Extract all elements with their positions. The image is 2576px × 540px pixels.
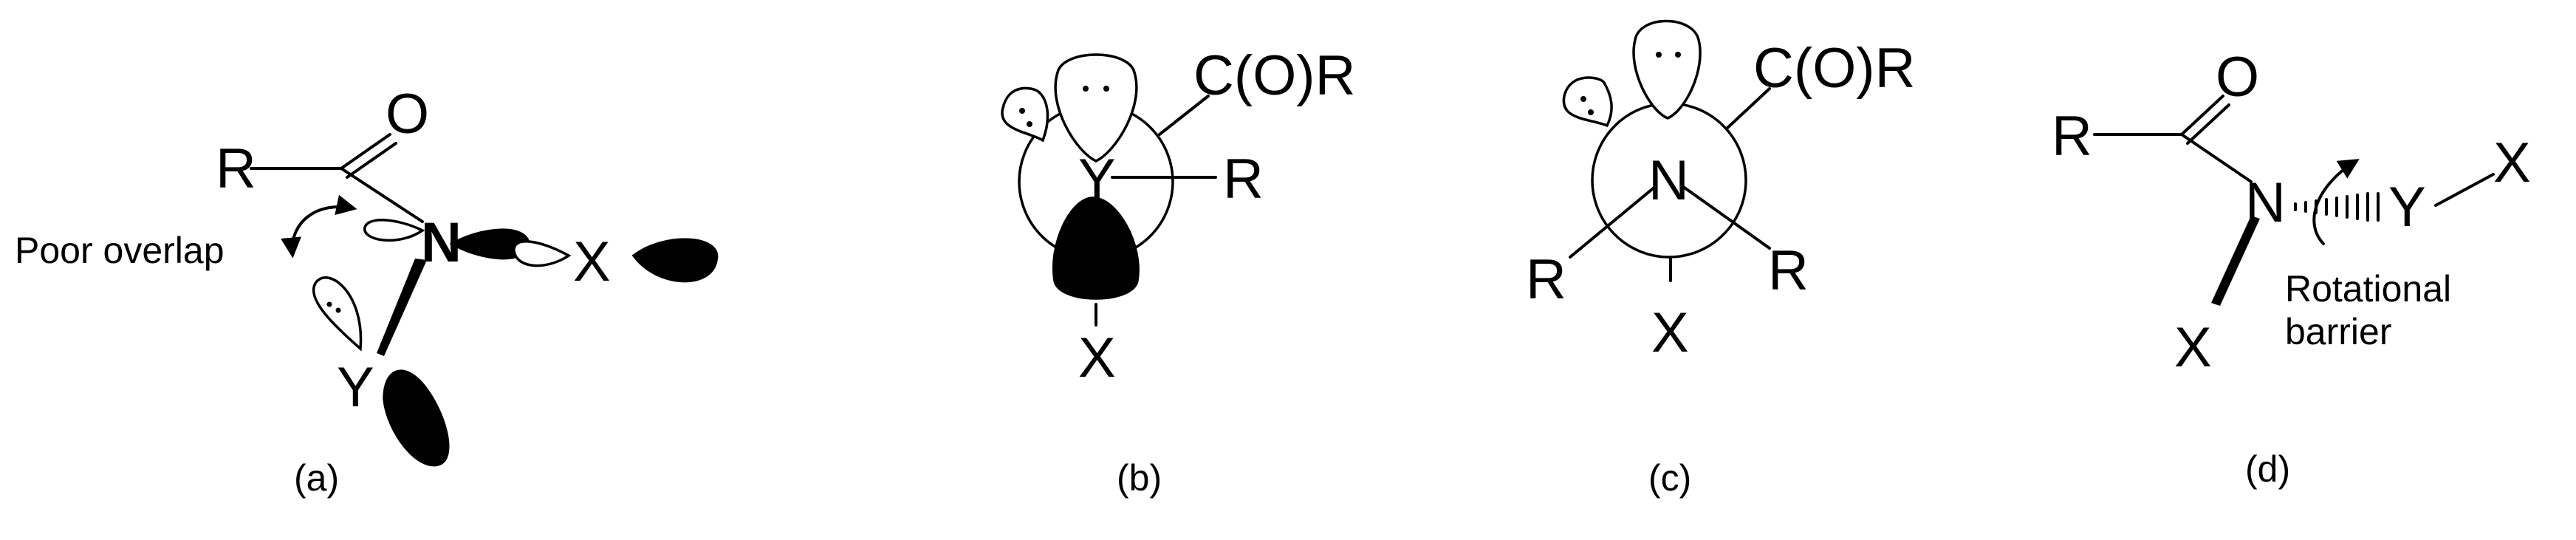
panel-c: N C(O)R R R X (c) [1526,19,1916,499]
electron-dot [335,307,341,313]
atom-r-left: R [1526,248,1566,311]
atom-n: N [1648,149,1689,212]
panel-a: R O N X Y Poor overlap (a) [15,83,719,499]
atom-y: Y [337,356,374,419]
poor-overlap-label: Poor overlap [15,230,225,271]
electron-dot [326,301,332,307]
bond-c-o-2 [346,142,397,179]
orbital-n-left [363,219,425,242]
bond-back-cor [1725,87,1771,130]
bond-n-r-right [1681,185,1771,250]
orbital-y-filled [383,369,450,467]
overlap-arrow [281,194,357,259]
caption-d: (d) [2245,448,2290,490]
wedge-n-y [377,259,427,356]
rotational-barrier-line2: barrier [2285,311,2391,352]
bond-c-o-2 [2186,103,2230,145]
rotation-arrow [2312,159,2360,245]
caption-b: (b) [1117,457,1162,499]
bond-c-n [340,167,424,223]
atom-x: X [1651,301,1689,364]
wedge-n-x [2211,216,2260,306]
orbital-back-lone-pair [1632,19,1702,120]
panel-d: R O N Y X X Rotational barrier (d) [2052,46,2531,490]
electron-dot [1588,109,1594,115]
bond-n-r-left [1569,185,1657,259]
electron-dot [1103,86,1109,92]
atom-x-right: X [2493,131,2531,194]
atom-r-right: R [1768,239,1809,302]
hashed-bond-n-y [2294,192,2380,222]
panel-b: Y C(O)R R X (b) [1001,44,1356,499]
electron-dot [1675,52,1681,58]
atom-n: N [421,211,462,274]
orbital-side-lone-pair [1001,86,1049,143]
atom-x: X [573,230,611,293]
caption-a: (a) [294,457,339,499]
atom-y: Y [1078,148,1116,211]
rotational-barrier-line1: Rotational [2285,268,2451,310]
atom-n: N [2245,171,2286,234]
bond-y-x [2434,173,2495,207]
bond-c-o-1 [2180,95,2224,136]
orbital-y-lone-pair [312,276,363,352]
electron-dot [1580,96,1586,102]
atom-x: X [1078,327,1116,389]
atom-r: R [1223,148,1264,211]
orbital-x-left [513,240,572,267]
bond-back-cor [1158,95,1210,136]
bond-c-n [2180,133,2253,183]
atom-x-bottom: X [2174,316,2212,379]
atom-cor: C(O)R [1753,37,1916,100]
atom-y: Y [2388,176,2426,239]
atom-o: O [2216,46,2259,109]
orbital-y-filled [1052,196,1140,300]
atom-cor: C(O)R [1193,44,1356,107]
orbital-side-lone-pair [1562,76,1613,128]
electron-dot [1027,121,1032,127]
atom-r: R [2052,105,2092,168]
electron-dot [1083,86,1089,92]
atom-r: R [216,137,256,200]
orbital-x-right-filled [631,238,719,283]
orbital-back-lone-pair [1054,53,1138,163]
atom-o: O [386,83,429,146]
bond-c-o-1 [340,133,391,170]
electron-dot [1019,108,1025,114]
electron-dot [1656,52,1662,58]
caption-c: (c) [1648,457,1691,499]
